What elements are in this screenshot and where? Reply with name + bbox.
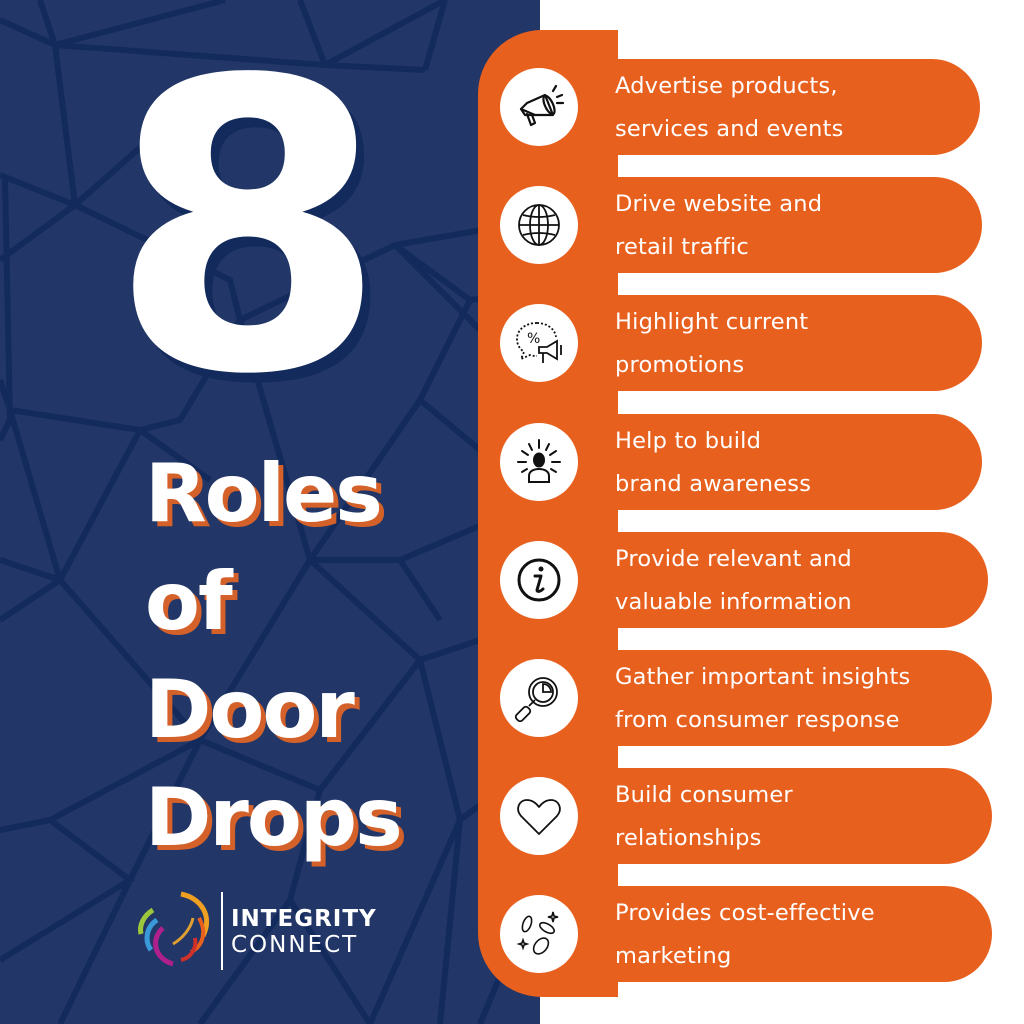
role-item-advertise: Advertise products, services and events <box>600 59 980 155</box>
role-line1: Advertise products, <box>615 73 838 99</box>
role-line2: services and events <box>615 116 844 142</box>
role-line1: Provide relevant and <box>615 546 852 572</box>
coins-icon-circle <box>500 895 578 973</box>
integrity-connect-logo: INTEGRITY CONNECT <box>133 888 393 972</box>
megaphone-icon <box>519 84 565 127</box>
role-item-drive-traffic: Drive website and retail traffic <box>600 177 982 273</box>
title-line-drops: Drops <box>145 771 403 864</box>
role-item-promotions: Highlight current promotions <box>600 295 982 391</box>
magnifier-chart-icon-circle <box>500 659 578 737</box>
role-item-brand-awareness: Help to build brand awareness <box>600 414 982 510</box>
role-text: Build consumer relationships <box>615 774 982 860</box>
role-line2: from consumer response <box>615 707 900 733</box>
role-line2: brand awareness <box>615 471 812 497</box>
role-line2: marketing <box>615 943 732 969</box>
swirl-globe-logo-icon <box>138 891 210 967</box>
role-text: Provide relevant and valuable informatio… <box>615 538 978 624</box>
title-line-of: of <box>145 555 233 648</box>
person-spotlight-icon-circle <box>500 423 578 501</box>
role-line1: Build consumer <box>615 782 793 808</box>
info-icon <box>517 558 561 602</box>
role-line2: retail traffic <box>615 234 749 260</box>
role-text: Gather important insights from consumer … <box>615 656 982 742</box>
heart-icon-circle <box>500 777 578 855</box>
left-panel: 8 Roles of Door Drops INTEGRITY CONNECT <box>0 0 540 1024</box>
globe-icon <box>518 204 560 246</box>
role-item-information: Provide relevant and valuable informatio… <box>600 532 988 628</box>
role-text: Help to build brand awareness <box>615 420 972 506</box>
role-line2: promotions <box>615 352 745 378</box>
role-line2: valuable information <box>615 589 852 615</box>
role-line1: Gather important insights <box>615 664 911 690</box>
headline-title: Roles of Door Drops <box>145 440 403 872</box>
brand-name-line1: INTEGRITY <box>231 906 377 932</box>
role-item-relationships: Build consumer relationships <box>600 768 992 864</box>
person-spotlight-icon <box>517 439 561 483</box>
title-line-door: Door <box>145 663 355 756</box>
role-line2: relationships <box>615 825 762 851</box>
role-item-insights: Gather important insights from consumer … <box>600 650 992 746</box>
svg-text:%: % <box>527 331 540 347</box>
info-icon-circle <box>500 541 578 619</box>
role-line1: Provides cost-effective <box>615 900 875 926</box>
globe-icon-circle <box>500 186 578 264</box>
role-line1: Drive website and <box>615 191 823 217</box>
big-number-eight: 8 <box>108 0 387 462</box>
promotion-megaphone-icon: % <box>516 322 562 363</box>
role-item-cost-effective: Provides cost-effective marketing <box>600 886 992 982</box>
title-line-roles: Roles <box>145 447 383 540</box>
heart-icon <box>517 799 561 835</box>
role-text: Highlight current promotions <box>615 301 972 387</box>
role-text: Provides cost-effective marketing <box>615 892 982 978</box>
role-line1: Highlight current <box>615 309 809 335</box>
magnifier-chart-icon <box>514 677 558 723</box>
logo-divider <box>221 892 223 970</box>
promotion-megaphone-icon-circle: % <box>500 304 578 382</box>
role-text: Drive website and retail traffic <box>615 183 972 269</box>
coins-icon <box>516 911 559 955</box>
role-text: Advertise products, services and events <box>615 65 970 151</box>
role-line1: Help to build <box>615 428 762 454</box>
megaphone-icon-circle <box>500 68 578 146</box>
brand-name-line2: CONNECT <box>231 932 359 958</box>
